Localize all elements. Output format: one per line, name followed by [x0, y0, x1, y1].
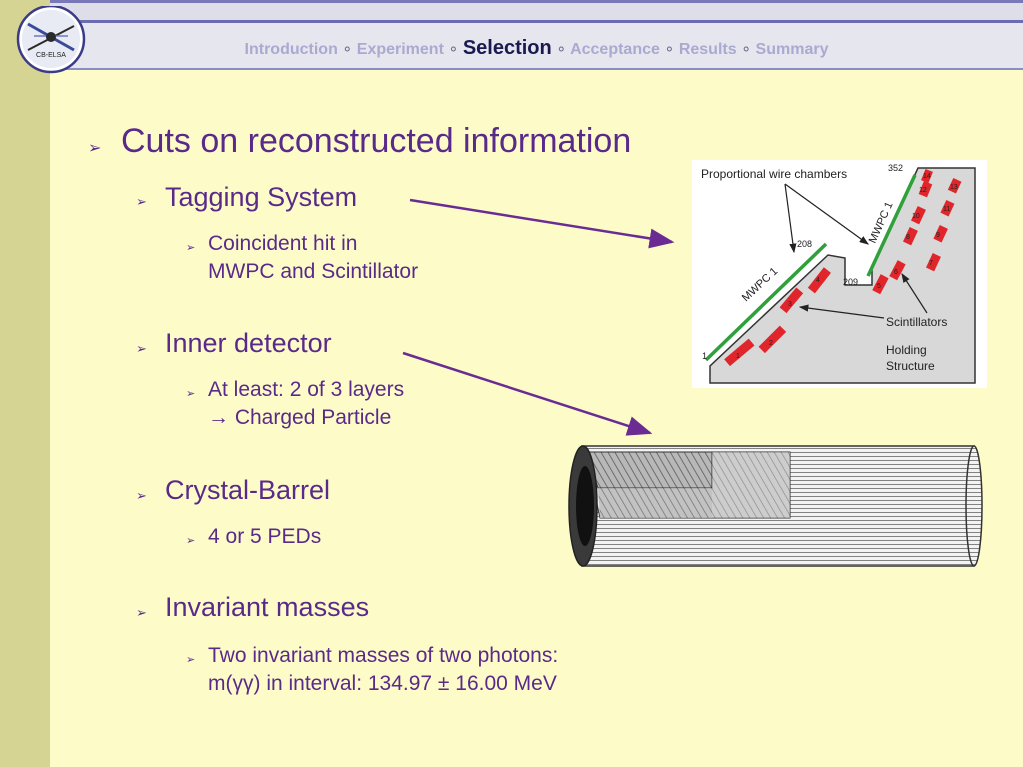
section-title-barrel: Crystal-Barrel [165, 475, 331, 505]
bullet-arrow-icon: ➢ [186, 654, 196, 666]
scintillator-bar [947, 177, 962, 194]
header-bar [50, 0, 1023, 70]
scintillator-bar [925, 253, 941, 272]
bullet-arrow-icon: ➢ [186, 388, 196, 400]
nav-separator: ∘ [741, 41, 752, 58]
connector-arrow-inner [402, 351, 653, 436]
nav-item-selection[interactable]: Selection [462, 37, 552, 59]
holding-label-1: Holding [886, 343, 927, 357]
detail-barrel-1: 4 or 5 PEDs [208, 525, 322, 548]
holding-label-2: Structure [886, 359, 935, 373]
bullet-arrow-icon: ➢ [186, 535, 196, 547]
scint-number: 3 [788, 301, 792, 308]
breadcrumb-nav: Introduction ∘ Experiment ∘ Selection ∘ … [50, 37, 1023, 60]
scint-number: 6 [894, 269, 898, 276]
nav-separator: ∘ [448, 41, 459, 58]
detail-tagging-2: MWPC and Scintillator [208, 260, 419, 283]
nav-item-experiment[interactable]: Experiment [356, 41, 444, 58]
pwc-title: Proportional wire chambers [701, 167, 847, 181]
mwpc-left [704, 242, 828, 362]
scint-number: 11 [943, 206, 950, 213]
nav-item-introduction[interactable]: Introduction [244, 41, 338, 58]
bullet-arrow-icon: ➢ [186, 242, 196, 254]
scint-number: 13 [950, 184, 958, 191]
connector-arrow-tagging [409, 198, 675, 249]
nav-separator: ∘ [342, 41, 353, 58]
section-title-inner: Inner detector [165, 328, 332, 358]
logo-text: CB-ELSA [36, 52, 66, 59]
nav-separator: ∘ [664, 41, 675, 58]
detail-masses-2: m(γγ) in interval: 134.97 ± 16.00 MeV [208, 672, 557, 695]
section-title-tagging: Tagging System [165, 182, 358, 212]
mwpc-right [866, 174, 917, 277]
scint-number: 12 [919, 187, 927, 194]
scintillator-bar [910, 206, 926, 225]
detail-masses-1: Two invariant masses of two photons: [208, 644, 559, 667]
cb-elsa-logo: CB-ELSA [16, 6, 86, 74]
bullet-arrow-icon: ➢ [136, 341, 147, 356]
scintillator-bar [940, 199, 955, 217]
scintillator-bar [807, 267, 831, 294]
scintillator-bar [889, 260, 906, 281]
scint-number: 1 [736, 353, 740, 360]
section-title-masses: Invariant masses [165, 592, 370, 622]
wire-number: 209 [843, 277, 858, 287]
scint-number: 8 [906, 234, 910, 241]
bullet-arrow-icon: ➢ [136, 194, 147, 209]
heading: Cuts on reconstructed information [121, 122, 632, 160]
sidebar [0, 0, 50, 767]
scint-number: 14 [923, 173, 931, 180]
scint-number: 10 [912, 213, 920, 220]
scintillator-bar [918, 181, 933, 198]
bullet-arrow-icon: ➢ [136, 605, 147, 620]
nav-item-summary[interactable]: Summary [755, 41, 829, 58]
scintillator-bar [872, 274, 889, 295]
nav-item-results[interactable]: Results [678, 41, 737, 58]
scintillator-bar [758, 325, 787, 354]
scintillators-label: Scintillators [886, 315, 947, 329]
scint-number: 4 [816, 277, 820, 284]
scintillator-bar [902, 227, 918, 246]
detail-inner-2: → Charged Particle [208, 406, 392, 429]
scintillator-bars [724, 168, 962, 367]
scint-number: 5 [877, 283, 881, 290]
wire-number: 352 [888, 163, 903, 173]
bullet-arrow-icon: ➢ [136, 488, 147, 503]
scint-number: 9 [936, 232, 940, 239]
scintillator-bar [779, 287, 804, 314]
scintillator-bar [921, 168, 933, 184]
nav-item-acceptance[interactable]: Acceptance [570, 41, 660, 58]
scintillator-bar [724, 338, 755, 367]
scint-number: 7 [929, 260, 933, 267]
bullet-arrow-icon: ➢ [88, 140, 102, 157]
tagger-figure: 1 2 3 4 5 6 7 8 9 10 11 12 13 14 Proport… [692, 160, 987, 388]
wire-number: 1 [702, 351, 707, 361]
detail-tagging-1: Coincident hit in [208, 232, 358, 255]
inner-detector-figure [568, 445, 983, 567]
wire-number: 208 [797, 239, 812, 249]
scint-number: 2 [769, 340, 773, 347]
scintillator-bar [933, 225, 948, 243]
nav-separator: ∘ [556, 41, 567, 58]
detail-inner-1: At least: 2 of 3 layers [208, 378, 405, 401]
